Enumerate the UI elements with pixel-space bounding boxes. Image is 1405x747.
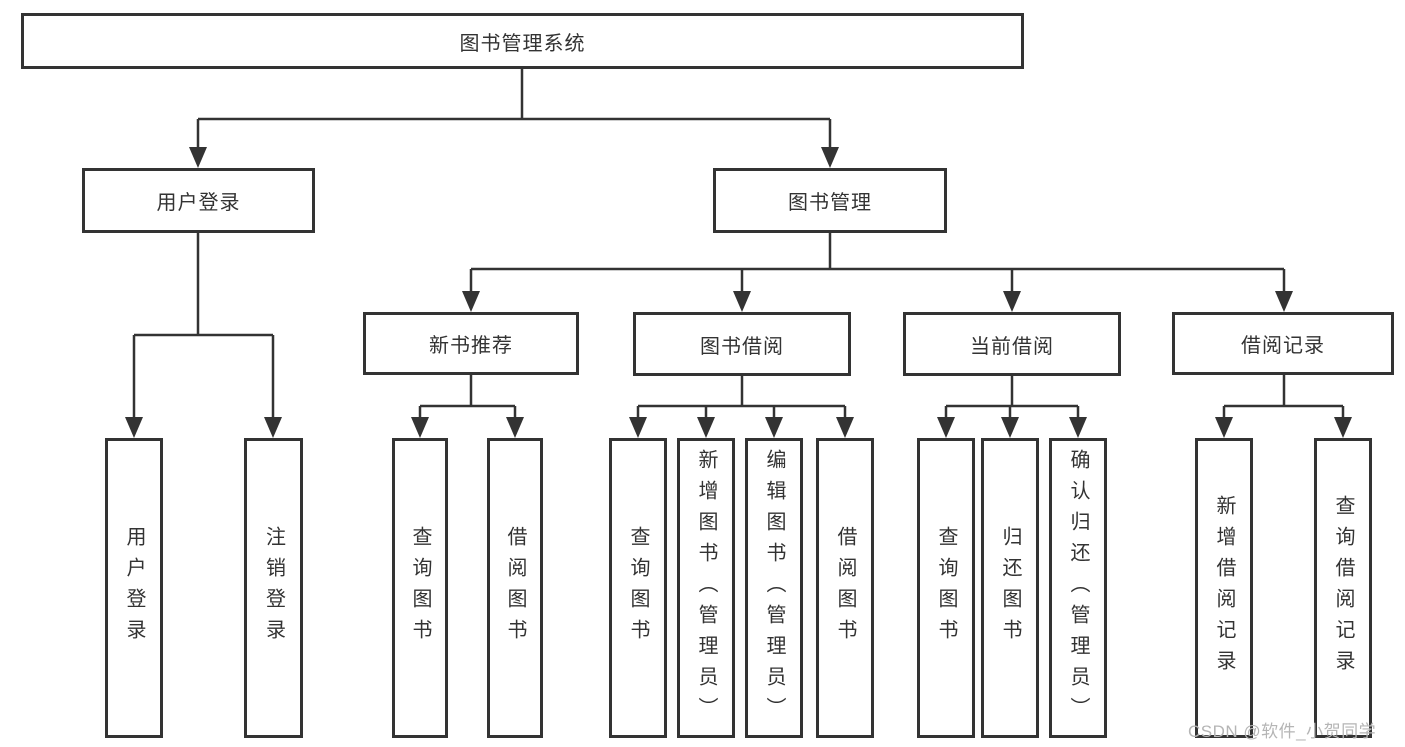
node-label: 查询借阅记录 bbox=[1332, 495, 1354, 681]
node-add-book-admin: 新增图书（管理员） bbox=[677, 438, 735, 738]
node-label: 新增图书（管理员） bbox=[695, 448, 717, 728]
node-confirm-return-admin: 确认归还（管理员） bbox=[1049, 438, 1107, 738]
node-label: 查询图书 bbox=[409, 526, 431, 650]
node-query-books: 查询图书 bbox=[609, 438, 667, 738]
node-book-management: 图书管理 bbox=[713, 168, 947, 233]
node-label: 注销登录 bbox=[262, 526, 285, 650]
node-label: 查询图书 bbox=[935, 526, 957, 650]
node-label: 确认归还（管理员） bbox=[1067, 448, 1089, 728]
node-label: 查询图书 bbox=[627, 526, 649, 650]
node-user-login-leaf: 用户登录 bbox=[105, 438, 163, 738]
node-label: 用户登录 bbox=[156, 192, 241, 214]
node-label: 图书管理 bbox=[788, 192, 872, 214]
node-query-borrow-record: 查询借阅记录 bbox=[1314, 438, 1372, 738]
node-return-books: 归还图书 bbox=[981, 438, 1039, 738]
node-library-management-system: 图书管理系统 bbox=[21, 13, 1024, 69]
node-label: 用户登录 bbox=[123, 526, 145, 650]
node-label: 当前借阅 bbox=[970, 335, 1054, 358]
node-label: 图书管理系统 bbox=[459, 32, 586, 55]
node-label: 借阅记录 bbox=[1241, 335, 1325, 357]
arrowhead-icons bbox=[125, 147, 1352, 438]
node-logout-leaf: 注销登录 bbox=[244, 438, 303, 738]
node-label: 图书借阅 bbox=[700, 335, 784, 358]
node-add-borrow-record: 新增借阅记录 bbox=[1195, 438, 1253, 738]
node-user-login: 用户登录 bbox=[82, 168, 315, 233]
node-query-books: 查询图书 bbox=[392, 438, 448, 738]
node-label: 借阅图书 bbox=[504, 526, 526, 650]
node-label: 新书推荐 bbox=[429, 335, 513, 357]
node-label: 借阅图书 bbox=[834, 526, 856, 650]
node-label: 归还图书 bbox=[999, 526, 1021, 650]
node-book-borrow: 图书借阅 bbox=[633, 312, 851, 376]
node-borrow-books: 借阅图书 bbox=[816, 438, 874, 738]
csdn-watermark: CSDN @软件_小贺同学 bbox=[1188, 722, 1377, 741]
node-new-book-recommend: 新书推荐 bbox=[363, 312, 579, 375]
node-label: 新增借阅记录 bbox=[1213, 495, 1235, 681]
node-borrow-records: 借阅记录 bbox=[1172, 312, 1394, 375]
node-label: 编辑图书（管理员） bbox=[763, 448, 785, 728]
node-borrow-books: 借阅图书 bbox=[487, 438, 543, 738]
node-current-borrow: 当前借阅 bbox=[903, 312, 1121, 376]
node-edit-book-admin: 编辑图书（管理员） bbox=[745, 438, 803, 738]
node-query-books: 查询图书 bbox=[917, 438, 975, 738]
